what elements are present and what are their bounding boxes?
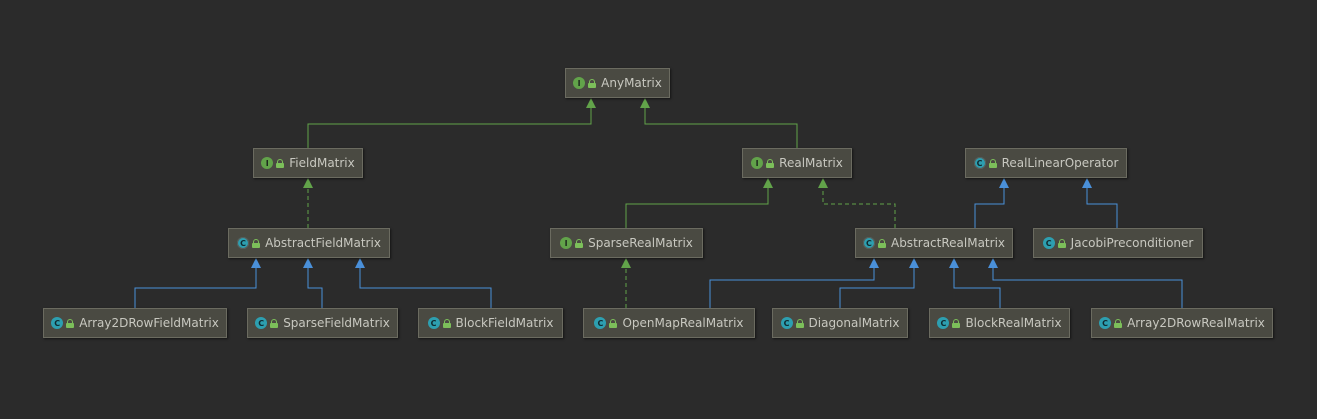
node-sparserealmatrix[interactable]: I SparseRealMatrix bbox=[550, 228, 703, 258]
node-label: Array2DRowFieldMatrix bbox=[79, 316, 219, 330]
edge-openmaprealmatrix-to-abstractrealmatrix bbox=[709, 258, 879, 308]
node-label: OpenMapRealMatrix bbox=[622, 316, 744, 330]
public-lock-icon bbox=[766, 158, 775, 168]
node-label: JacobiPreconditioner bbox=[1070, 236, 1194, 250]
public-lock-icon bbox=[877, 238, 886, 248]
node-label: AnyMatrix bbox=[601, 76, 662, 90]
node-anymatrix[interactable]: I AnyMatrix bbox=[565, 68, 670, 98]
arrowhead bbox=[640, 98, 650, 108]
arrowhead bbox=[869, 258, 879, 268]
arrowhead bbox=[251, 258, 261, 268]
interface-icon: I bbox=[560, 237, 573, 249]
public-lock-icon bbox=[1057, 238, 1066, 248]
node-array2drowfieldmatrix[interactable]: C Array2DRowFieldMatrix bbox=[43, 308, 227, 338]
edge-blockfieldmatrix-to-abstractfieldmatrix bbox=[355, 258, 492, 308]
interface-icon: I bbox=[751, 157, 764, 169]
arrowhead bbox=[949, 258, 959, 268]
node-blockrealmatrix[interactable]: C BlockRealMatrix bbox=[929, 308, 1070, 338]
class-icon: C bbox=[780, 317, 793, 329]
node-label: RealMatrix bbox=[779, 156, 843, 170]
node-label: SparseRealMatrix bbox=[588, 236, 693, 250]
node-reallinearoperator[interactable]: C RealLinearOperator bbox=[965, 148, 1127, 178]
abstract-class-icon: C bbox=[862, 237, 875, 249]
node-blockfieldmatrix[interactable]: C BlockFieldMatrix bbox=[418, 308, 563, 338]
edge-abstractrealmatrix-to-reallinearoperator bbox=[974, 178, 1009, 228]
public-lock-icon bbox=[988, 158, 997, 168]
public-lock-icon bbox=[270, 318, 279, 328]
node-abstractfieldmatrix[interactable]: C AbstractFieldMatrix bbox=[228, 228, 390, 258]
interface-icon: I bbox=[261, 157, 274, 169]
node-label: RealLinearOperator bbox=[1001, 156, 1119, 170]
node-label: BlockFieldMatrix bbox=[455, 316, 554, 330]
arrowhead bbox=[303, 178, 313, 188]
edge-sparsefieldmatrix-to-abstractfieldmatrix bbox=[303, 258, 323, 308]
public-lock-icon bbox=[795, 318, 804, 328]
arrowhead bbox=[586, 98, 596, 108]
class-icon: C bbox=[594, 317, 607, 329]
arrowhead bbox=[621, 258, 631, 268]
edge-realmatrix-to-anymatrix bbox=[640, 98, 798, 148]
node-label: BlockRealMatrix bbox=[965, 316, 1062, 330]
class-icon: C bbox=[937, 317, 950, 329]
node-jacobipreconditioner[interactable]: C JacobiPreconditioner bbox=[1033, 228, 1203, 258]
node-openmaprealmatrix[interactable]: C OpenMapRealMatrix bbox=[583, 308, 755, 338]
public-lock-icon bbox=[588, 78, 597, 88]
node-diagonalmatrix[interactable]: C DiagonalMatrix bbox=[772, 308, 908, 338]
public-lock-icon bbox=[252, 238, 261, 248]
node-label: SparseFieldMatrix bbox=[283, 316, 390, 330]
edge-diagonalmatrix-to-abstractrealmatrix bbox=[839, 258, 919, 308]
node-sparsefieldmatrix[interactable]: C SparseFieldMatrix bbox=[247, 308, 398, 338]
edge-sparserealmatrix-to-realmatrix bbox=[625, 178, 773, 228]
arrowhead bbox=[355, 258, 365, 268]
public-lock-icon bbox=[575, 238, 584, 248]
node-label: DiagonalMatrix bbox=[808, 316, 900, 330]
edge-fieldmatrix-to-anymatrix bbox=[307, 98, 596, 148]
public-lock-icon bbox=[66, 318, 75, 328]
edge-jacobipreconditioner-to-reallinearoperator bbox=[1082, 178, 1118, 228]
arrowhead bbox=[303, 258, 313, 268]
interface-icon: I bbox=[573, 77, 586, 89]
abstract-class-icon: C bbox=[237, 237, 250, 249]
node-array2drowrealmatrix[interactable]: C Array2DRowRealMatrix bbox=[1091, 308, 1273, 338]
class-icon: C bbox=[1099, 317, 1112, 329]
arrowhead bbox=[909, 258, 919, 268]
arrowhead bbox=[988, 258, 998, 268]
public-lock-icon bbox=[952, 318, 961, 328]
node-realmatrix[interactable]: I RealMatrix bbox=[742, 148, 852, 178]
class-icon: C bbox=[255, 317, 268, 329]
edge-array2drowfieldmatrix-to-abstractfieldmatrix bbox=[134, 258, 261, 308]
class-icon: C bbox=[51, 317, 64, 329]
arrowhead bbox=[818, 178, 828, 188]
edge-abstractfieldmatrix-to-fieldmatrix bbox=[303, 178, 313, 228]
class-icon: C bbox=[427, 317, 440, 329]
arrowhead bbox=[999, 178, 1009, 188]
node-label: FieldMatrix bbox=[289, 156, 355, 170]
public-lock-icon bbox=[609, 318, 618, 328]
arrowhead bbox=[1082, 178, 1092, 188]
edge-blockrealmatrix-to-abstractrealmatrix bbox=[949, 258, 1001, 308]
node-label: AbstractFieldMatrix bbox=[265, 236, 381, 250]
edge-array2drowrealmatrix-to-abstractrealmatrix bbox=[988, 258, 1183, 308]
abstract-class-icon: C bbox=[973, 157, 986, 169]
class-icon: C bbox=[1042, 237, 1055, 249]
arrowhead bbox=[763, 178, 773, 188]
node-label: Array2DRowRealMatrix bbox=[1127, 316, 1265, 330]
node-fieldmatrix[interactable]: I FieldMatrix bbox=[253, 148, 363, 178]
node-label: AbstractRealMatrix bbox=[890, 236, 1006, 250]
public-lock-icon bbox=[276, 158, 285, 168]
public-lock-icon bbox=[1114, 318, 1123, 328]
edge-openmaprealmatrix-to-sparserealmatrix bbox=[621, 258, 631, 308]
edge-abstractrealmatrix-to-realmatrix bbox=[818, 178, 896, 228]
node-abstractrealmatrix[interactable]: C AbstractRealMatrix bbox=[855, 228, 1013, 258]
public-lock-icon bbox=[442, 318, 451, 328]
